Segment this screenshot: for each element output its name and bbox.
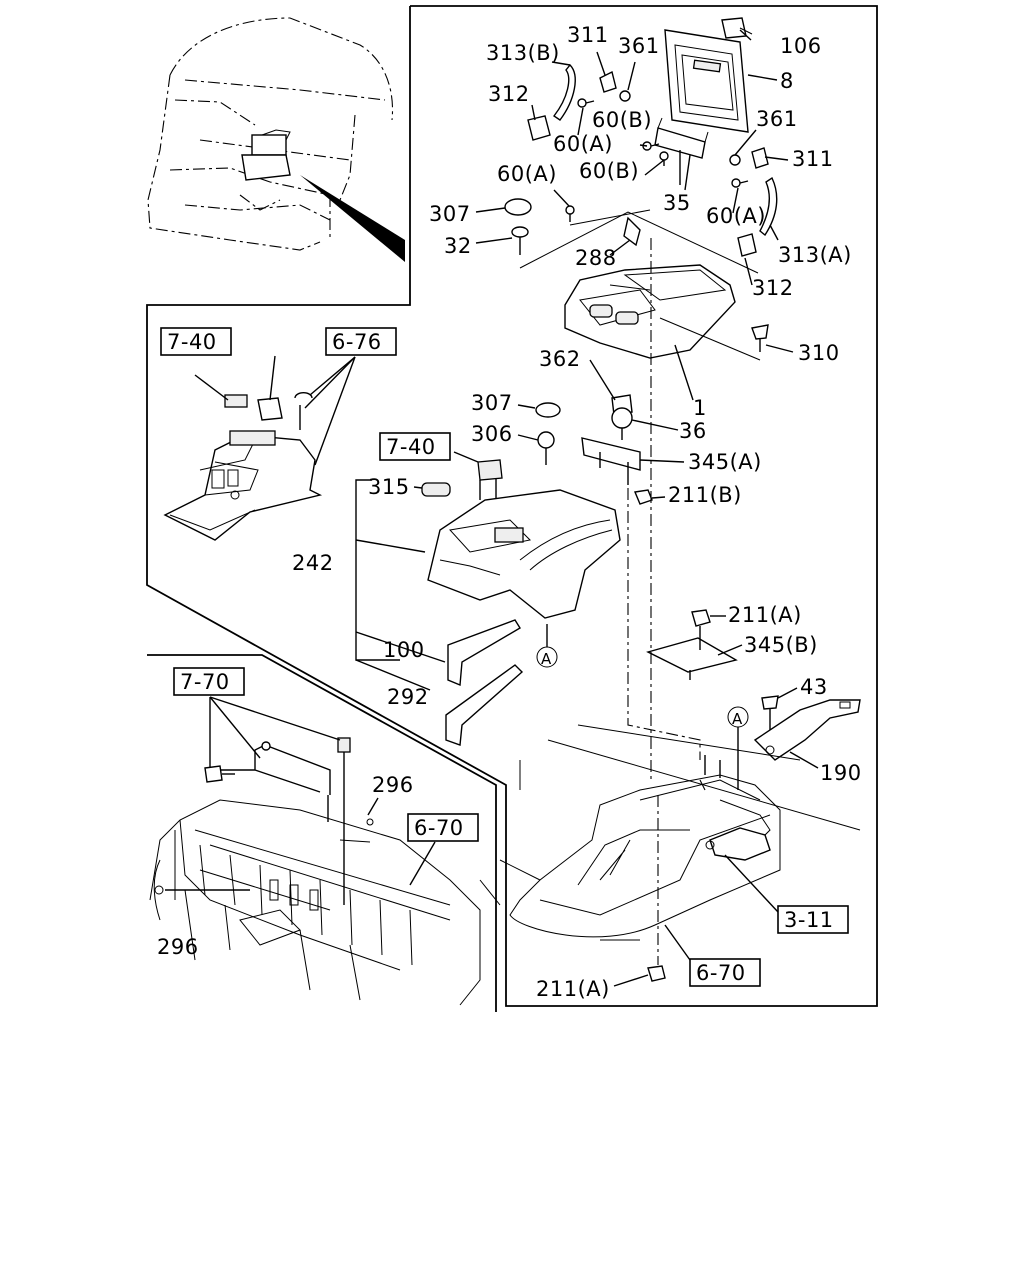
label-8: 8 bbox=[780, 69, 794, 93]
label-361-top: 361 bbox=[618, 34, 660, 58]
label-315: 315 bbox=[368, 475, 410, 499]
label-60a-right: 60(A) bbox=[706, 204, 766, 228]
ref-6-76: 6-76 bbox=[332, 330, 382, 354]
ref-7-40-inset: 7-40 bbox=[167, 330, 217, 354]
label-211b: 211(B) bbox=[668, 483, 742, 507]
ref-6-70-inset: 6-70 bbox=[414, 816, 464, 840]
label-43: 43 bbox=[800, 675, 828, 699]
label-292: 292 bbox=[387, 685, 429, 709]
label-345b: 345(B) bbox=[744, 633, 818, 657]
label-307-top: 307 bbox=[429, 202, 471, 226]
ref-7-70: 7-70 bbox=[180, 670, 230, 694]
label-310: 310 bbox=[798, 341, 840, 365]
diagram-frames bbox=[146, 5, 878, 1012]
label-60b-top: 60(B) bbox=[592, 108, 652, 132]
main-assembly bbox=[355, 17, 861, 987]
reference-boxes: 7-40 6-76 7-40 7-70 6-70 3-11 6-70 bbox=[160, 327, 849, 987]
label-306: 306 bbox=[471, 422, 513, 446]
label-60b-mid: 60(B) bbox=[579, 159, 639, 183]
label-288: 288 bbox=[575, 246, 617, 270]
label-60a-mid: 60(A) bbox=[497, 162, 557, 186]
label-345a: 345(A) bbox=[688, 450, 762, 474]
label-211a-lower: 211(A) bbox=[536, 977, 610, 1001]
label-296-right: 296 bbox=[372, 773, 414, 797]
label-36: 36 bbox=[679, 419, 707, 443]
label-311-top: 311 bbox=[567, 23, 609, 47]
label-211a-upper: 211(A) bbox=[728, 603, 802, 627]
label-1: 1 bbox=[693, 396, 707, 420]
alt-console-inset bbox=[163, 355, 356, 541]
underbody-inset bbox=[149, 696, 481, 1006]
label-296-left: 296 bbox=[157, 935, 199, 959]
cab-overview-inset bbox=[147, 17, 405, 262]
label-311-right: 311 bbox=[792, 147, 834, 171]
label-307-lower: 307 bbox=[471, 391, 513, 415]
callout-a-right: A bbox=[732, 710, 743, 728]
ref-3-11: 3-11 bbox=[784, 908, 834, 932]
label-32: 32 bbox=[444, 234, 472, 258]
label-362: 362 bbox=[539, 347, 581, 371]
label-35: 35 bbox=[663, 191, 691, 215]
label-190: 190 bbox=[820, 761, 862, 785]
label-361-right: 361 bbox=[756, 107, 798, 131]
ref-7-40-main: 7-40 bbox=[386, 435, 436, 459]
label-60a-top: 60(A) bbox=[553, 132, 613, 156]
ref-6-70-main: 6-70 bbox=[696, 961, 746, 985]
label-313a: 313(A) bbox=[778, 243, 852, 267]
label-100: 100 bbox=[383, 638, 425, 662]
callout-a-left: A bbox=[541, 650, 552, 668]
label-313b: 313(B) bbox=[486, 41, 560, 65]
label-242: 242 bbox=[292, 551, 334, 575]
label-106: 106 bbox=[780, 34, 822, 58]
part-labels: 106 8 311 361 313(B) 312 60(B) 60(A) 361… bbox=[157, 23, 862, 1001]
label-312-right: 312 bbox=[752, 276, 794, 300]
label-312-left: 312 bbox=[488, 82, 530, 106]
